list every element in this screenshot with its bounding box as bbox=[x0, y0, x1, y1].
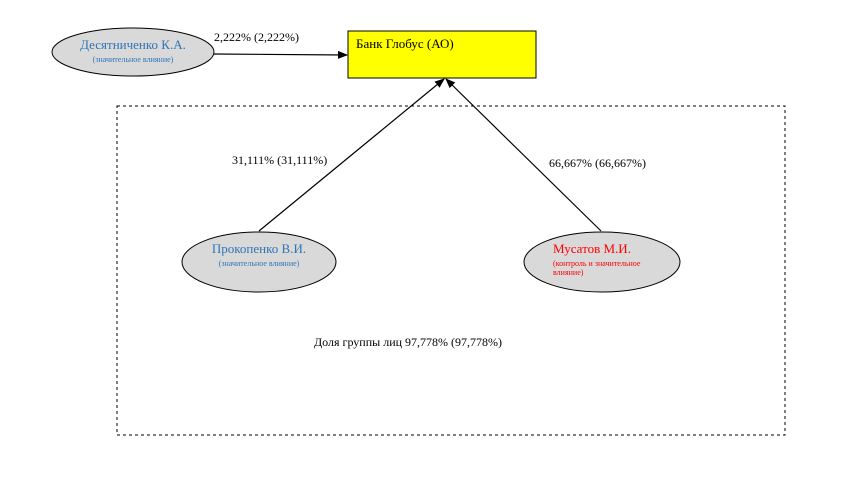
edge-desyatnichenko-share: 2,222% (2,222%) bbox=[214, 30, 299, 44]
edge-musatov-arrow bbox=[445, 78, 602, 232]
edge-desyatnichenko-arrow bbox=[213, 50, 348, 59]
edge-musatov-share: 66,667% (66,667%) bbox=[549, 156, 646, 170]
node-musatov-name: Мусатов М.И. bbox=[553, 241, 631, 256]
node-prokopenko-name: Прокопенко В.И. bbox=[211, 241, 307, 256]
node-desyatnichenko-ellipse bbox=[51, 27, 215, 77]
node-desyatnichenko-note: (значительное влияние) bbox=[92, 55, 174, 64]
node-musatov-note-line2: влияние) bbox=[553, 268, 584, 277]
edge-prokopenko-share: 31,111% (31,111%) bbox=[232, 153, 328, 167]
group-share-label: Доля группы лиц 97,778% (97,778%) bbox=[314, 335, 503, 349]
node-prokopenko-note: (значительное влияние) bbox=[218, 259, 300, 268]
bank-name: Банк Глобус (АО) bbox=[356, 36, 454, 51]
node-musatov-ellipse bbox=[523, 231, 681, 293]
edge-prokopenko-arrow bbox=[258, 78, 445, 232]
node-prokopenko-ellipse bbox=[181, 231, 337, 293]
node-musatov-note-line1: (контроль и значительное bbox=[553, 259, 641, 268]
node-desyatnichenko-name: Десятниченко К.А. bbox=[80, 37, 186, 52]
bank-box bbox=[347, 30, 537, 79]
